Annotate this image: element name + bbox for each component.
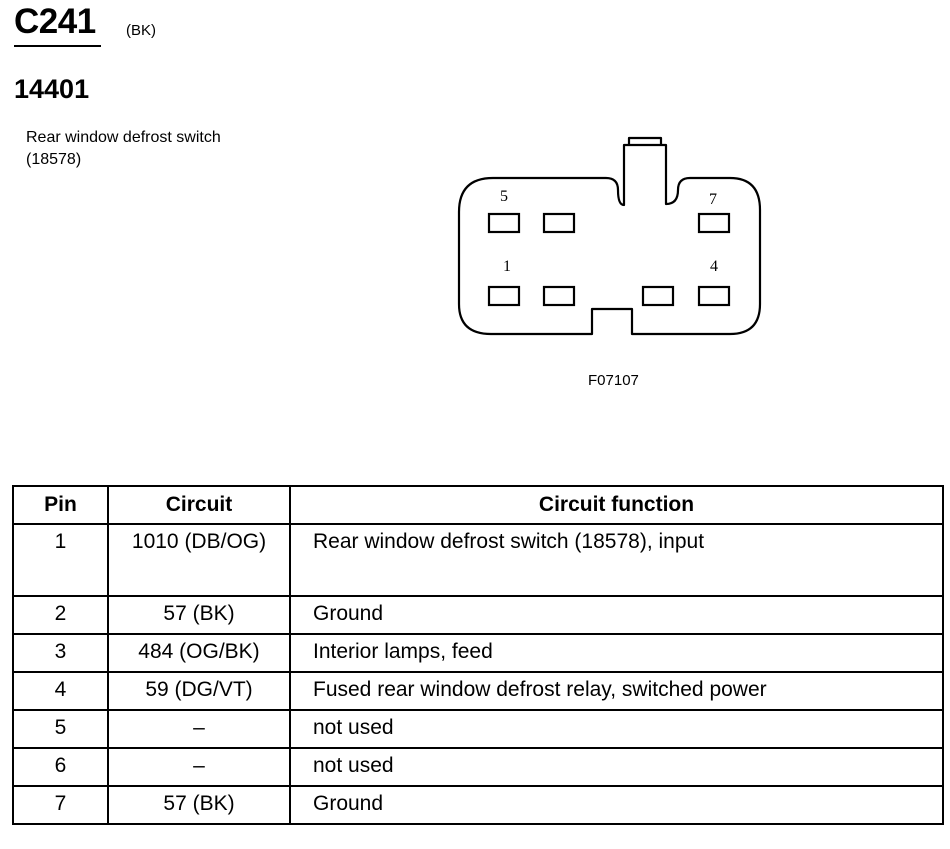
connector-color: (BK) bbox=[126, 22, 156, 39]
circuit-cell: 484 (OG/BK) bbox=[107, 633, 291, 673]
pin-label: 4 bbox=[710, 258, 718, 275]
pin-cavity-2 bbox=[542, 285, 576, 307]
pin-cell: 7 bbox=[12, 785, 109, 825]
table-row: 7 57 (BK) Ground bbox=[12, 785, 944, 825]
function-cell: Interior lamps, feed bbox=[289, 633, 944, 673]
pin-label: 5 bbox=[500, 188, 508, 205]
function-cell: not used bbox=[289, 747, 944, 787]
function-cell: Rear window defrost switch (18578), inpu… bbox=[289, 523, 944, 597]
part-number: 14401 bbox=[14, 74, 90, 104]
table-row: 4 59 (DG/VT) Fused rear window defrost r… bbox=[12, 671, 944, 711]
table-row: 3 484 (OG/BK) Interior lamps, feed bbox=[12, 633, 944, 673]
pin-cell: 3 bbox=[12, 633, 109, 673]
circuit-cell: – bbox=[107, 747, 291, 787]
circuit-cell: 1010 (DB/OG) bbox=[107, 523, 291, 597]
pin-cell: 2 bbox=[12, 595, 109, 635]
connector-id: C241 bbox=[14, 2, 96, 41]
pin-cell: 6 bbox=[12, 747, 109, 787]
connector-face-diagram: 5 7 1 4 bbox=[457, 136, 762, 336]
pin-label: 7 bbox=[709, 191, 717, 208]
function-cell: not used bbox=[289, 709, 944, 749]
table-row: 2 57 (BK) Ground bbox=[12, 595, 944, 635]
pin-cavity-7 bbox=[697, 212, 731, 234]
table-row: 1 1010 (DB/OG) Rear window defrost switc… bbox=[12, 523, 944, 597]
table-row: 5 – not used bbox=[12, 709, 944, 749]
function-cell: Ground bbox=[289, 785, 944, 825]
connector-id-underline bbox=[14, 45, 101, 47]
header-circuit: Circuit bbox=[107, 485, 291, 525]
table-row: 6 – not used bbox=[12, 747, 944, 787]
circuit-cell: – bbox=[107, 709, 291, 749]
function-cell: Ground bbox=[289, 595, 944, 635]
pin-label: 1 bbox=[503, 258, 511, 275]
pin-cell: 5 bbox=[12, 709, 109, 749]
header-pin: Pin bbox=[12, 485, 109, 525]
figure-id: F07107 bbox=[588, 372, 639, 389]
connector-latch-tab bbox=[627, 136, 663, 145]
pin-cavity-4 bbox=[697, 285, 731, 307]
pin-cavity-6 bbox=[542, 212, 576, 234]
component-description: Rear window defrost switch (18578) bbox=[26, 129, 221, 168]
pin-cavity-3 bbox=[641, 285, 675, 307]
table-header-row: Pin Circuit Circuit function bbox=[12, 485, 944, 525]
function-cell: Fused rear window defrost relay, switche… bbox=[289, 671, 944, 711]
pin-cell: 1 bbox=[12, 523, 109, 597]
circuit-cell: 57 (BK) bbox=[107, 785, 291, 825]
pin-cavity-1 bbox=[487, 285, 521, 307]
pin-cell: 4 bbox=[12, 671, 109, 711]
pin-table: Pin Circuit Circuit function 1 1010 (DB/… bbox=[12, 485, 944, 825]
header-circuit-function: Circuit function bbox=[289, 485, 944, 525]
pin-cavity-5 bbox=[487, 212, 521, 234]
circuit-cell: 57 (BK) bbox=[107, 595, 291, 635]
connector-housing-outline bbox=[457, 143, 762, 336]
circuit-cell: 59 (DG/VT) bbox=[107, 671, 291, 711]
